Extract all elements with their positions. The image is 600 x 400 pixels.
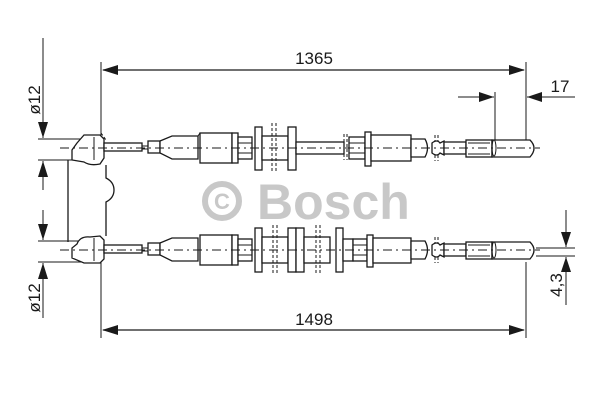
- dimension-upper-length: 1365: [100, 49, 527, 142]
- left-equalizer-bracket: [67, 160, 115, 242]
- watermark-text: Bosch: [257, 174, 410, 230]
- dimension-lower-length: 1498: [100, 262, 527, 338]
- dimension-upper-diameter: ø12: [25, 38, 100, 190]
- lower-length-label: 1498: [295, 310, 333, 329]
- end-fitting-length-label: 17: [551, 77, 570, 96]
- lower-cable: [60, 225, 568, 275]
- upper-cable: [60, 123, 540, 173]
- dimension-end-fitting: 17: [458, 77, 575, 143]
- upper-diameter-label: ø12: [25, 85, 44, 114]
- bosch-watermark: C Bosch: [202, 174, 410, 230]
- end-wire-diameter-label: 4,3: [547, 273, 566, 297]
- copyright-symbol: C: [214, 189, 230, 214]
- dimension-lower-diameter: ø12: [25, 210, 100, 318]
- upper-length-label: 1365: [295, 49, 333, 68]
- dimension-end-wire-diameter: 4,3: [540, 210, 575, 305]
- lower-diameter-label: ø12: [25, 283, 44, 312]
